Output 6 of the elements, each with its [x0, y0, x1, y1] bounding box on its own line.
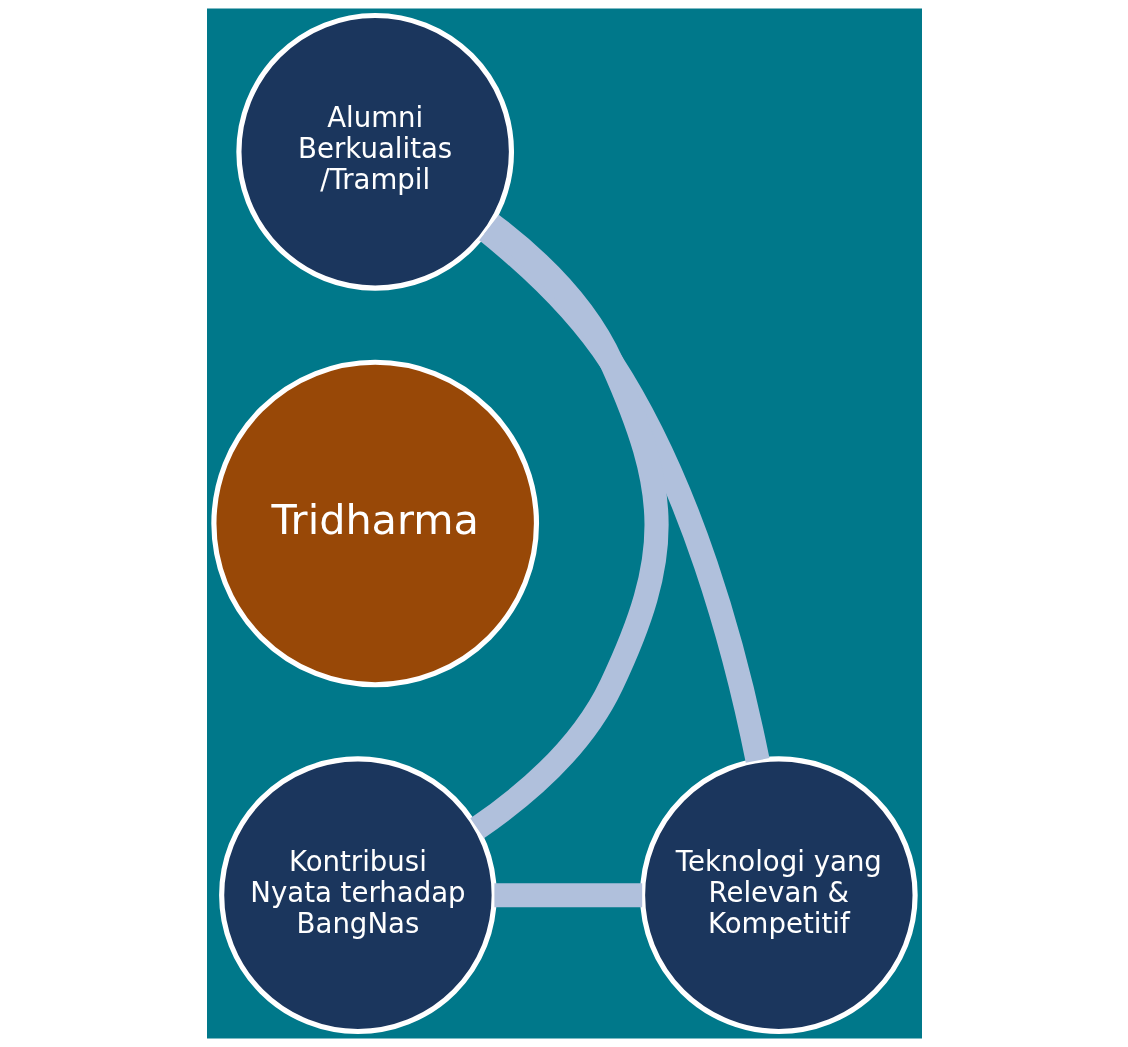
node-circle: Alumni Berkualitas /Trampil — [235, 12, 514, 291]
node-circle: Kontribusi Nyata terhadap BangNas — [218, 756, 497, 1035]
node-circle: Teknologi yang Relevan & Kompetitif — [639, 756, 918, 1035]
connector — [493, 883, 642, 908]
connector — [469, 214, 668, 839]
node-circle: Tridharma — [210, 359, 539, 688]
